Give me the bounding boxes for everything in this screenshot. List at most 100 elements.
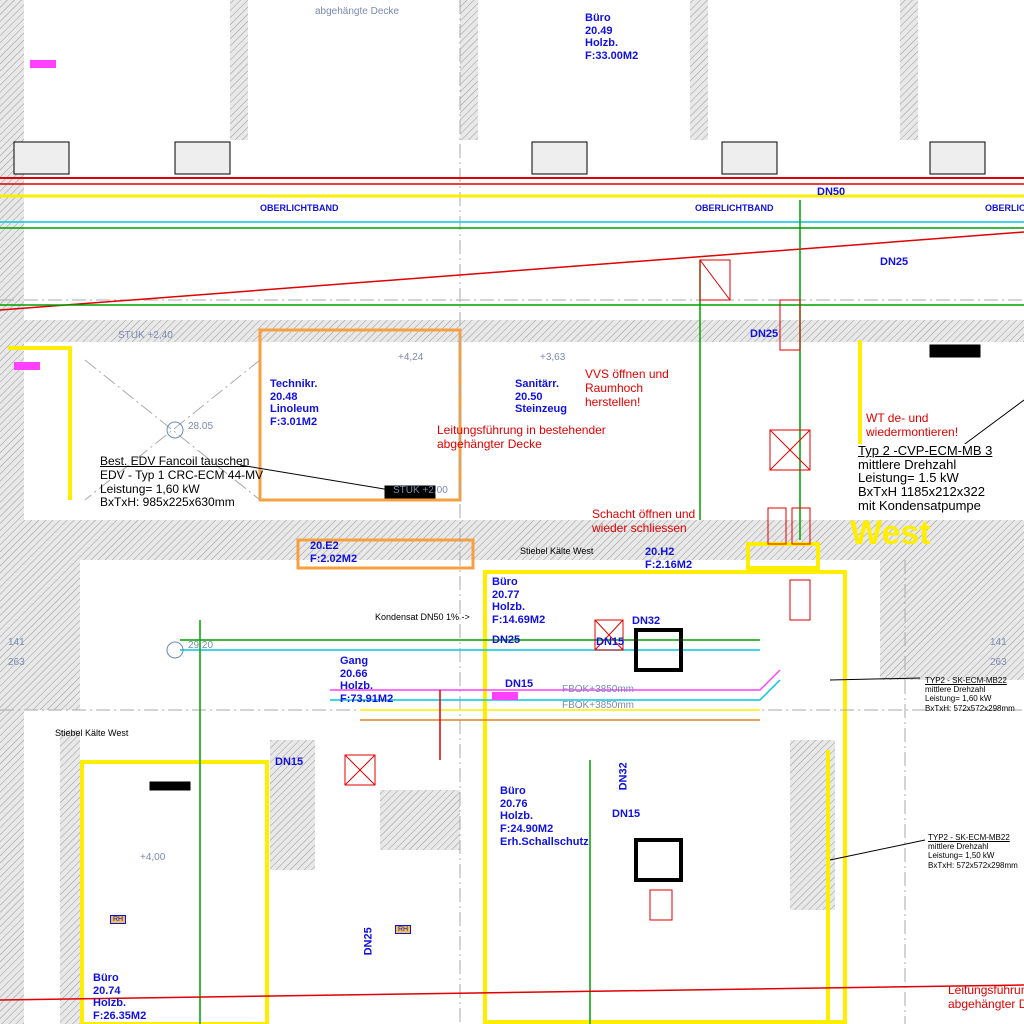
skylight-label: OBERLICHTBAND bbox=[985, 203, 1024, 213]
pipe-size: DN25 bbox=[750, 328, 779, 340]
room-number: 20.77 bbox=[492, 588, 520, 601]
wt-note: WT de- und wiedermontieren! bbox=[866, 411, 959, 440]
vvs-note: VVS öffnen und Raumhoch herstellen! bbox=[585, 367, 669, 409]
room-name: Büro bbox=[93, 972, 119, 984]
pipe-size: DN15 bbox=[596, 636, 625, 648]
room-20-76-label: Büro 20.76 Holzb. F:24.90M2 Erh.Schallsc… bbox=[500, 785, 589, 848]
fbok-label: FBOK+3850mm bbox=[562, 700, 634, 711]
pipe-size: DN32 bbox=[632, 615, 661, 627]
spec-type: TYP2 - SK-ECM-MB22 bbox=[928, 833, 1010, 842]
room-floor: Holzb. bbox=[492, 601, 525, 614]
room-area: F:2.16M2 bbox=[645, 558, 693, 571]
note-line: Leitungsführung in bestehender bbox=[437, 423, 606, 437]
penetration-boxes bbox=[344, 259, 811, 921]
dimension-value: 141 bbox=[8, 637, 25, 648]
room-floor: Holzb. bbox=[500, 810, 533, 823]
pipe-size: DN25 bbox=[492, 634, 521, 646]
room-area: F:26.35M2 bbox=[93, 1009, 147, 1022]
level-value: 28.05 bbox=[188, 421, 214, 432]
pipe-size: DN25 bbox=[880, 256, 909, 268]
pipe-size: DN50 bbox=[817, 186, 846, 198]
spec-speed: mittlere Drehzahl bbox=[928, 842, 989, 852]
condensate-note: Kondensat DN50 1% -> bbox=[375, 612, 470, 622]
typ2-cvp-spec: Typ 2 -CVP-ECM-MB 3 mittlere Drehzahl Le… bbox=[858, 443, 993, 513]
orange-tag: RH bbox=[395, 925, 412, 934]
room-20-77-label: Büro 20.77 Holzb. F:14.69M2 bbox=[492, 576, 545, 627]
room-20-50-label: Sanitärr. 20.50 Steinzeug bbox=[515, 378, 567, 416]
pipe-size: DN15 bbox=[275, 756, 304, 768]
room-name: Technikr. bbox=[270, 378, 318, 390]
cooling-note: Stiebel Kälte West bbox=[55, 728, 129, 738]
room-number: 20.76 bbox=[500, 797, 528, 810]
room-20-66-label: Gang 20.66 Holzb. F:73.91M2 bbox=[340, 655, 393, 706]
note-line: VVS öffnen und bbox=[585, 367, 669, 381]
routing-note-bottom: Leitungsführung in bestehender abgehängt… bbox=[948, 983, 1024, 1012]
room-area: F:14.69M2 bbox=[492, 613, 546, 626]
stuk-label: STUK +2,00 bbox=[393, 485, 448, 496]
cooling-note: Stiebel Kälte West bbox=[520, 546, 594, 556]
room-number: 20.74 bbox=[93, 984, 121, 997]
spec-type: TYP2 - SK-ECM-MB22 bbox=[925, 676, 1007, 685]
pipe-size: DN15 bbox=[505, 678, 534, 690]
spec-title: Best. EDV Fancoil tauschen bbox=[100, 454, 250, 468]
spec-type: Typ 2 -CVP-ECM-MB 3 bbox=[858, 443, 993, 458]
room-area: F:73.91M2 bbox=[340, 692, 394, 705]
note-line: WT de- und bbox=[866, 411, 929, 425]
magenta-tag bbox=[14, 362, 40, 370]
note-line: abgehängter D bbox=[948, 996, 1024, 1011]
room-area: F:2.02M2 bbox=[310, 552, 358, 565]
spec-power: Leistung= 1.5 kW bbox=[858, 470, 959, 486]
spec-dims: BxTxH 1185x212x322 bbox=[858, 483, 985, 499]
west-label: West bbox=[850, 514, 931, 552]
room-floor: Holzb. bbox=[340, 680, 373, 693]
room-number: 20.66 bbox=[340, 667, 368, 680]
room-number: 20.H2 bbox=[645, 546, 675, 558]
spec-dims: BxTxH: 572x572x298mm bbox=[928, 860, 1018, 870]
room-number: 20.49 bbox=[585, 24, 613, 37]
zone-boundaries bbox=[8, 340, 862, 1024]
room-20-74-label: Büro 20.74 Holzb. F:26.35M2 bbox=[93, 972, 146, 1023]
level-markers bbox=[166, 421, 184, 659]
dimension-value: 141 bbox=[990, 637, 1007, 648]
note-line: Raumhoch bbox=[585, 380, 644, 395]
spec-type: EDV - Typ 1 CRC-ECM 44-MV bbox=[100, 467, 264, 482]
pipe-size: DN32 bbox=[617, 762, 630, 791]
room-floor: Steinzeug bbox=[515, 403, 567, 416]
spec-speed: mittlere Drehzahl bbox=[925, 685, 986, 695]
spec-power: Leistung= 1,60 kW bbox=[100, 481, 200, 496]
room-floor: Linoleum bbox=[270, 403, 319, 416]
room-name: Büro bbox=[585, 12, 611, 24]
note-line: wiedermontieren! bbox=[866, 424, 959, 439]
magenta-tag bbox=[492, 692, 518, 700]
level-value: +3,63 bbox=[540, 352, 566, 363]
magenta-tag bbox=[30, 60, 56, 68]
spec-power: Leistung= 1,50 kW bbox=[928, 851, 995, 861]
pipe-size: DN25 bbox=[362, 927, 375, 956]
room-area: F:33.00M2 bbox=[585, 49, 639, 62]
level-value: +4,24 bbox=[398, 352, 424, 363]
skylight-label: OBERLICHTBAND bbox=[695, 203, 774, 213]
edv-unit-spec: Best. EDV Fancoil tauschen EDV - Typ 1 C… bbox=[100, 454, 264, 510]
typ2-sk-spec-b: TYP2 - SK-ECM-MB22 mittlere Drehzahl Lei… bbox=[928, 833, 1018, 870]
typ2-sk-spec-a: TYP2 - SK-ECM-MB22 mittlere Drehzahl Lei… bbox=[925, 676, 1015, 713]
dimension-value: 263 bbox=[8, 657, 25, 668]
note-line: wieder schliessen bbox=[592, 520, 687, 535]
room-name: Büro bbox=[492, 576, 518, 588]
note-line: Schacht öffnen und bbox=[592, 507, 696, 521]
pipe-size: DN15 bbox=[612, 808, 641, 820]
shaft-note: Schacht öffnen und wieder schliessen bbox=[592, 507, 696, 536]
room-area: F:3.01M2 bbox=[270, 415, 318, 428]
room-floor: Holzb. bbox=[585, 37, 618, 50]
level-value: +4,00 bbox=[140, 852, 166, 863]
room-area: F:24.90M2 bbox=[500, 822, 554, 835]
spec-dims: BxTxH: 985x225x630mm bbox=[100, 495, 235, 510]
stuk-label: STUK +2,40 bbox=[118, 330, 173, 341]
fbok-label: FBOK+3850mm bbox=[562, 684, 634, 695]
room-number: 20.48 bbox=[270, 390, 298, 403]
room-name: Gang bbox=[340, 655, 369, 667]
room-extra: Erh.Schallschutz bbox=[500, 835, 589, 848]
room-20-e2-label: 20.E2 F:2.02M2 bbox=[310, 540, 357, 565]
